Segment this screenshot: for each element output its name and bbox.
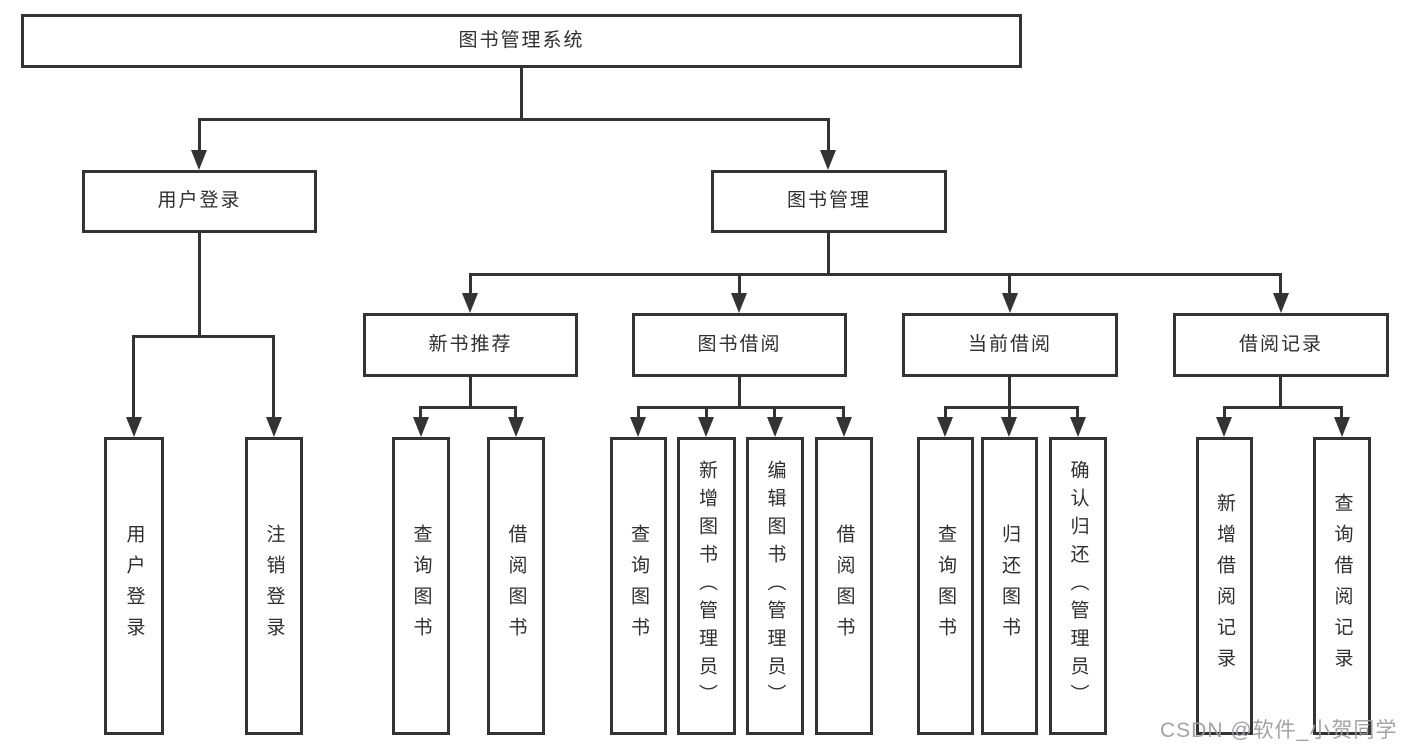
connector-to-book-borrow [738,273,741,297]
node-current-borrow: 当前借阅 [902,313,1118,377]
connector-leaf-stem [514,406,517,420]
arrowhead-icon [191,150,207,170]
arrowhead-icon [1001,417,1017,437]
connector-leaf-stem [842,406,845,420]
connector-to-borrow-record [1279,273,1282,297]
node-new-book-rec-label: 新书推荐 [428,333,513,355]
leaf-query-book-2: 查询图书 [610,437,667,735]
leaf-query-borrow-record-label: 查询借阅记录 [1331,493,1353,679]
leaf-user-login: 用户登录 [104,437,164,735]
connector-to-new-book-rec [469,273,472,297]
leaf-logout-label: 注销登录 [263,524,285,648]
node-borrow-record: 借阅记录 [1173,313,1389,377]
arrowhead-icon [937,417,953,437]
arrowhead-icon [731,293,747,313]
connector-to-leaf-user-login [132,335,135,420]
connector-leaf-stem [705,406,708,420]
connector-to-current-borrow [1008,273,1011,297]
connector-leaf-stem [944,406,947,420]
leaf-query-book-3-label: 查询图书 [935,524,956,648]
node-new-book-rec: 新书推荐 [363,313,578,377]
connector-leaf-stem [1340,406,1343,420]
arrowhead-icon [630,417,646,437]
arrowhead-icon [1216,417,1232,437]
leaf-query-book-1: 查询图书 [392,437,450,735]
connector-current-borrow-stem [1008,377,1011,408]
connector-book-mgmt-stem [827,233,830,275]
leaf-confirm-return: 确认归还（管理员） [1049,437,1107,735]
leaf-return-book: 归还图书 [981,437,1038,735]
arrowhead-icon [820,150,836,170]
connector-book-borrow-split [637,406,845,409]
leaf-logout: 注销登录 [245,437,303,735]
node-book-borrow-label: 图书借阅 [697,333,782,355]
leaf-query-book-1-label: 查询图书 [410,524,432,648]
leaf-add-borrow-record: 新增借阅记录 [1196,437,1253,735]
arrowhead-icon [767,417,783,437]
connector-root-split [198,118,830,121]
leaf-user-login-label: 用户登录 [123,524,145,648]
connector-leaf-stem [773,406,776,420]
arrowhead-icon [1273,293,1289,313]
connector-leaf-stem [1076,406,1079,420]
connector-user-login-stem [198,233,201,337]
connector-to-leaf-logout [272,335,275,420]
arrowhead-icon [126,417,142,437]
node-root-label: 图书管理系统 [458,29,585,51]
leaf-confirm-return-label: 确认归还（管理员） [1067,460,1089,712]
leaf-edit-book: 编辑图书（管理员） [746,437,804,735]
watermark: CSDN @软件_小贺同学 [1160,719,1398,742]
leaf-borrow-book-2-label: 借阅图书 [833,524,855,648]
arrowhead-icon [1070,417,1086,437]
node-current-borrow-label: 当前借阅 [967,333,1052,355]
node-borrow-record-label: 借阅记录 [1238,333,1323,355]
leaf-borrow-book-2: 借阅图书 [815,437,873,735]
node-user-login: 用户登录 [82,170,317,233]
arrowhead-icon [508,417,524,437]
connector-new-book-rec-stem [469,377,472,408]
connector-leaf-stem [637,406,640,420]
leaf-borrow-book-1-label: 借阅图书 [505,524,527,648]
connector-user-login-split [132,335,275,338]
arrowhead-icon [836,417,852,437]
arrowhead-icon [266,417,282,437]
arrowhead-icon [462,293,478,313]
leaf-add-book: 新增图书（管理员） [677,437,736,735]
connector-leaf-stem [1008,406,1011,420]
node-book-borrow: 图书借阅 [632,313,847,377]
leaf-edit-book-label: 编辑图书（管理员） [764,460,786,712]
connector-root-stem [520,66,523,120]
connector-new-book-rec-split [419,406,517,409]
leaf-add-borrow-record-label: 新增借阅记录 [1214,493,1235,679]
connector-book-borrow-stem [738,377,741,408]
node-user-login-label: 用户登录 [157,190,242,212]
leaf-query-book-2-label: 查询图书 [628,524,649,648]
connector-current-borrow-split [944,406,1079,409]
arrowhead-icon [1002,293,1018,313]
leaf-return-book-label: 归还图书 [999,524,1020,648]
node-book-mgmt-label: 图书管理 [786,190,871,212]
arrowhead-icon [698,417,714,437]
node-book-mgmt: 图书管理 [711,170,947,233]
leaf-add-book-label: 新增图书（管理员） [696,460,717,712]
leaf-borrow-book-1: 借阅图书 [487,437,545,735]
connector-leaf-stem [419,406,422,420]
connector-to-user-login [198,118,201,153]
connector-leaf-stem [1223,406,1226,420]
connector-borrow-record-split [1223,406,1342,409]
connector-to-book-mgmt [827,118,830,153]
arrowhead-icon [413,417,429,437]
connector-borrow-record-stem [1279,377,1282,408]
leaf-query-book-3: 查询图书 [917,437,974,735]
connector-book-mgmt-split [469,273,1282,276]
leaf-query-borrow-record: 查询借阅记录 [1313,437,1371,735]
arrowhead-icon [1334,417,1350,437]
node-root: 图书管理系统 [21,14,1022,68]
